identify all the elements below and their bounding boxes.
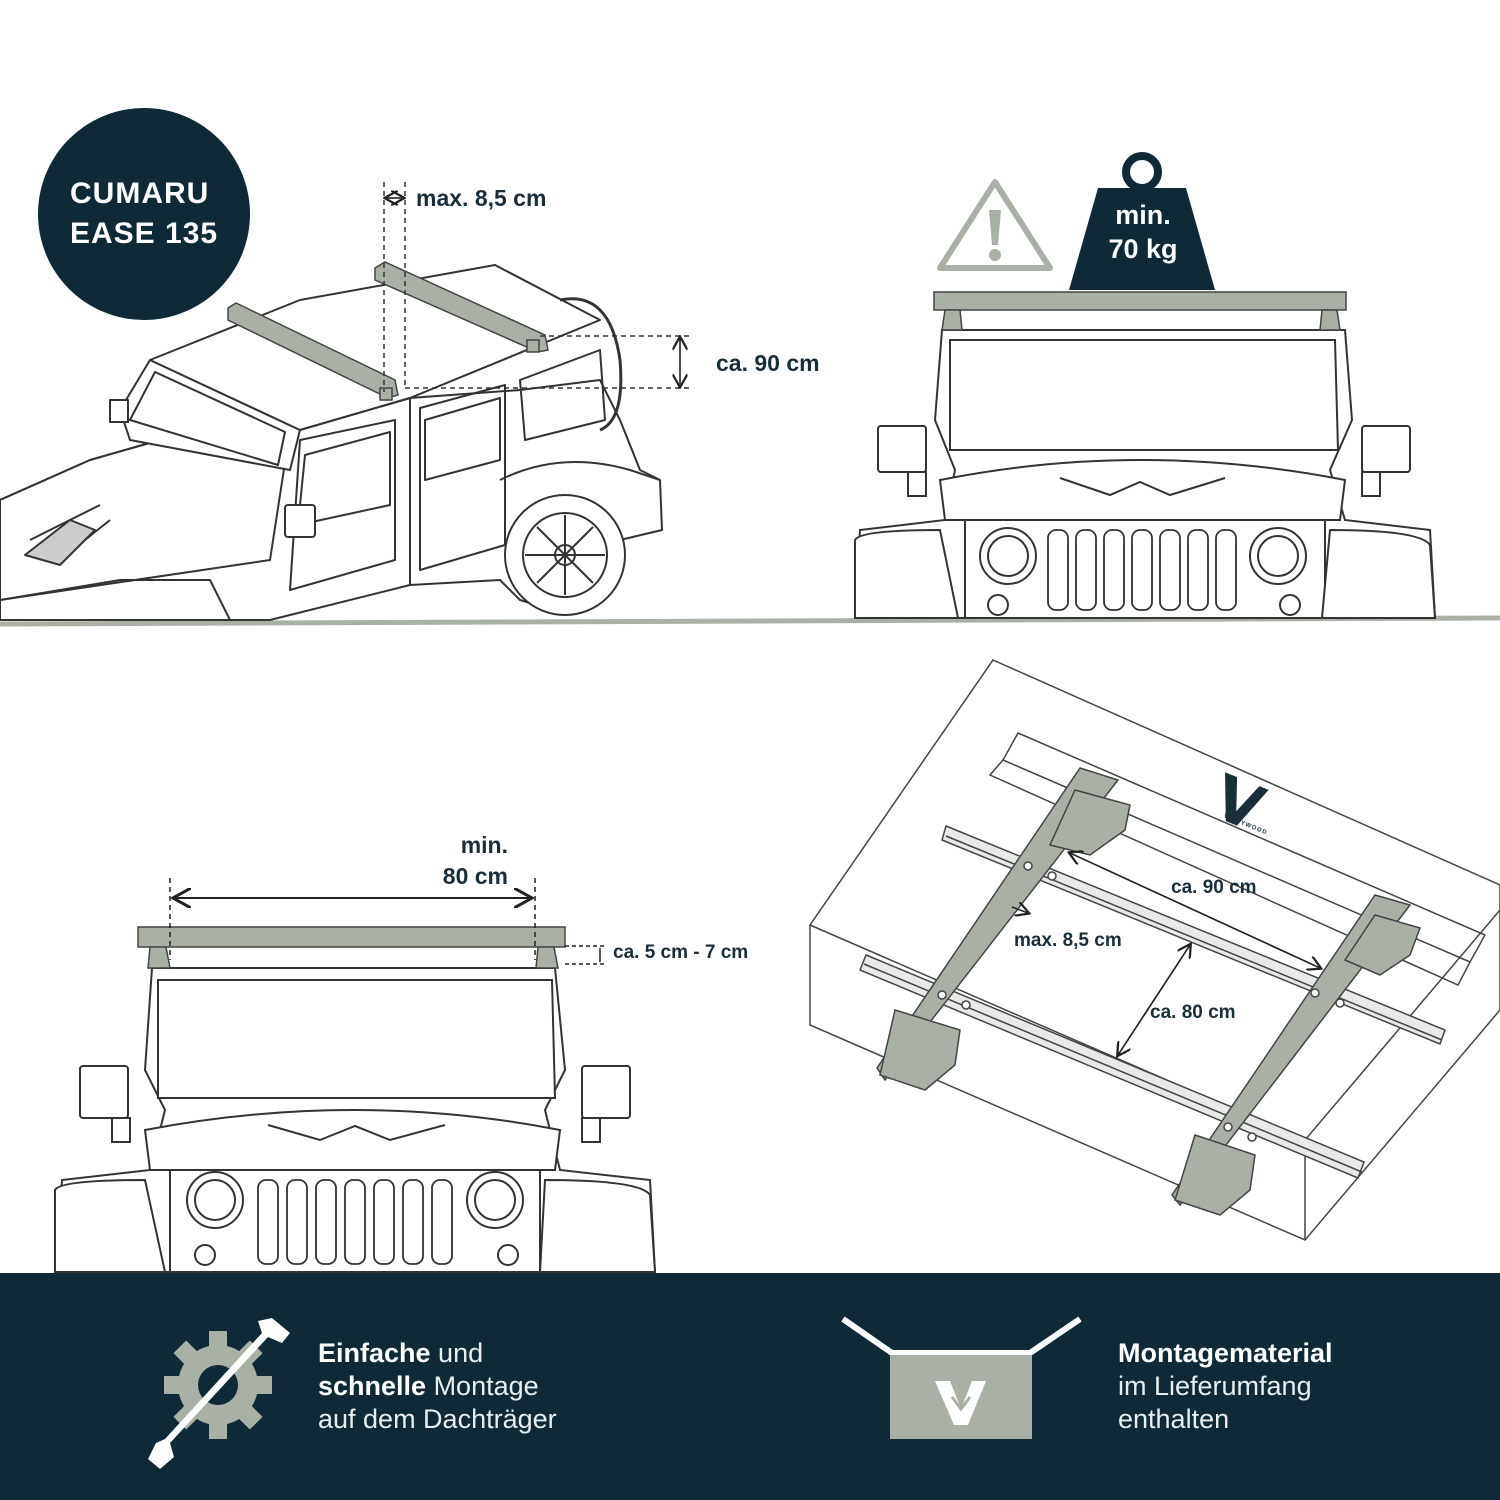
- badge-line-2: EASE 135: [70, 217, 219, 250]
- badge-line-1: CUMARU: [70, 177, 210, 210]
- footer-left-normal-1: und: [430, 1338, 484, 1368]
- footer-right-line-2: im Lieferumfang: [1118, 1371, 1312, 1401]
- wrench-gear-icon: [148, 1318, 290, 1469]
- weight-icon: [1069, 152, 1215, 290]
- height-label: ca. 5 cm - 7 cm: [613, 942, 749, 963]
- weight-line-2: 70 kg: [1108, 234, 1178, 264]
- footer-left-line-3: auf dem Dachträger: [318, 1404, 557, 1434]
- roof-bars-side: [227, 261, 549, 401]
- box-icon: [841, 1316, 1082, 1439]
- rack-width-label: ca. 80 cm: [1150, 1002, 1236, 1023]
- min-width-label: min. 80 cm: [418, 830, 508, 892]
- jeep-side-view: [0, 264, 663, 621]
- weight-line-1: min.: [1115, 200, 1171, 230]
- roof-bar-front-bottom: [137, 926, 566, 969]
- footer-right-line-1: Montagematerial: [1118, 1338, 1333, 1368]
- footer-left-normal-2: Montage: [426, 1371, 539, 1401]
- dimension-lines-front: [169, 878, 605, 965]
- footer-right-line-3: enthalten: [1118, 1404, 1230, 1434]
- warning-icon: [937, 179, 1053, 271]
- weight-label: min. 70 kg: [1078, 198, 1208, 266]
- gap-label-side: max. 8,5 cm: [416, 185, 547, 211]
- roof-rack-isometric: [809, 659, 1500, 1241]
- spacing-label-side: ca. 90 cm: [716, 350, 820, 376]
- dimension-lines-side: [384, 182, 690, 392]
- footer-left-bold-1: Einfache: [318, 1338, 431, 1368]
- footer-right-text: Montagematerial im Lieferumfang enthalte…: [1118, 1337, 1333, 1436]
- min-width-line-1: min.: [460, 832, 508, 858]
- rack-gap-label: max. 8,5 cm: [1014, 930, 1122, 951]
- roof-bar-front-top: [933, 291, 1347, 331]
- footer-icons: [148, 1316, 1082, 1469]
- footer-banner: Einfache und schnelle Montage auf dem Da…: [0, 1273, 1500, 1500]
- vickywood-logo: [1225, 772, 1269, 826]
- jeep-front-view-top: [853, 329, 1437, 619]
- min-width-line-2: 80 cm: [442, 863, 508, 889]
- footer-left-text: Einfache und schnelle Montage auf dem Da…: [318, 1337, 557, 1436]
- rack-spacing-label: ca. 90 cm: [1171, 877, 1257, 898]
- jeep-front-view-bottom: [53, 967, 657, 1273]
- product-badge: CUMARU EASE 135: [38, 108, 250, 320]
- footer-left-bold-2: schnelle: [318, 1371, 427, 1401]
